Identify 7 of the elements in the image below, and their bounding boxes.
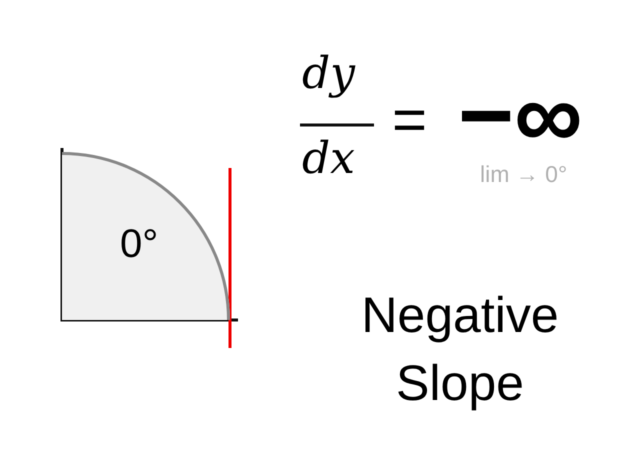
variable-text: dy [302, 52, 356, 96]
angle-label: 0° [120, 224, 158, 264]
limit-note: lim → 0° [480, 163, 568, 186]
caption-text: Negative Slope [360, 286, 560, 412]
variable-text: dx [302, 137, 355, 181]
equals-sign: = [392, 90, 428, 150]
infinity-text: −∞ [458, 68, 582, 164]
